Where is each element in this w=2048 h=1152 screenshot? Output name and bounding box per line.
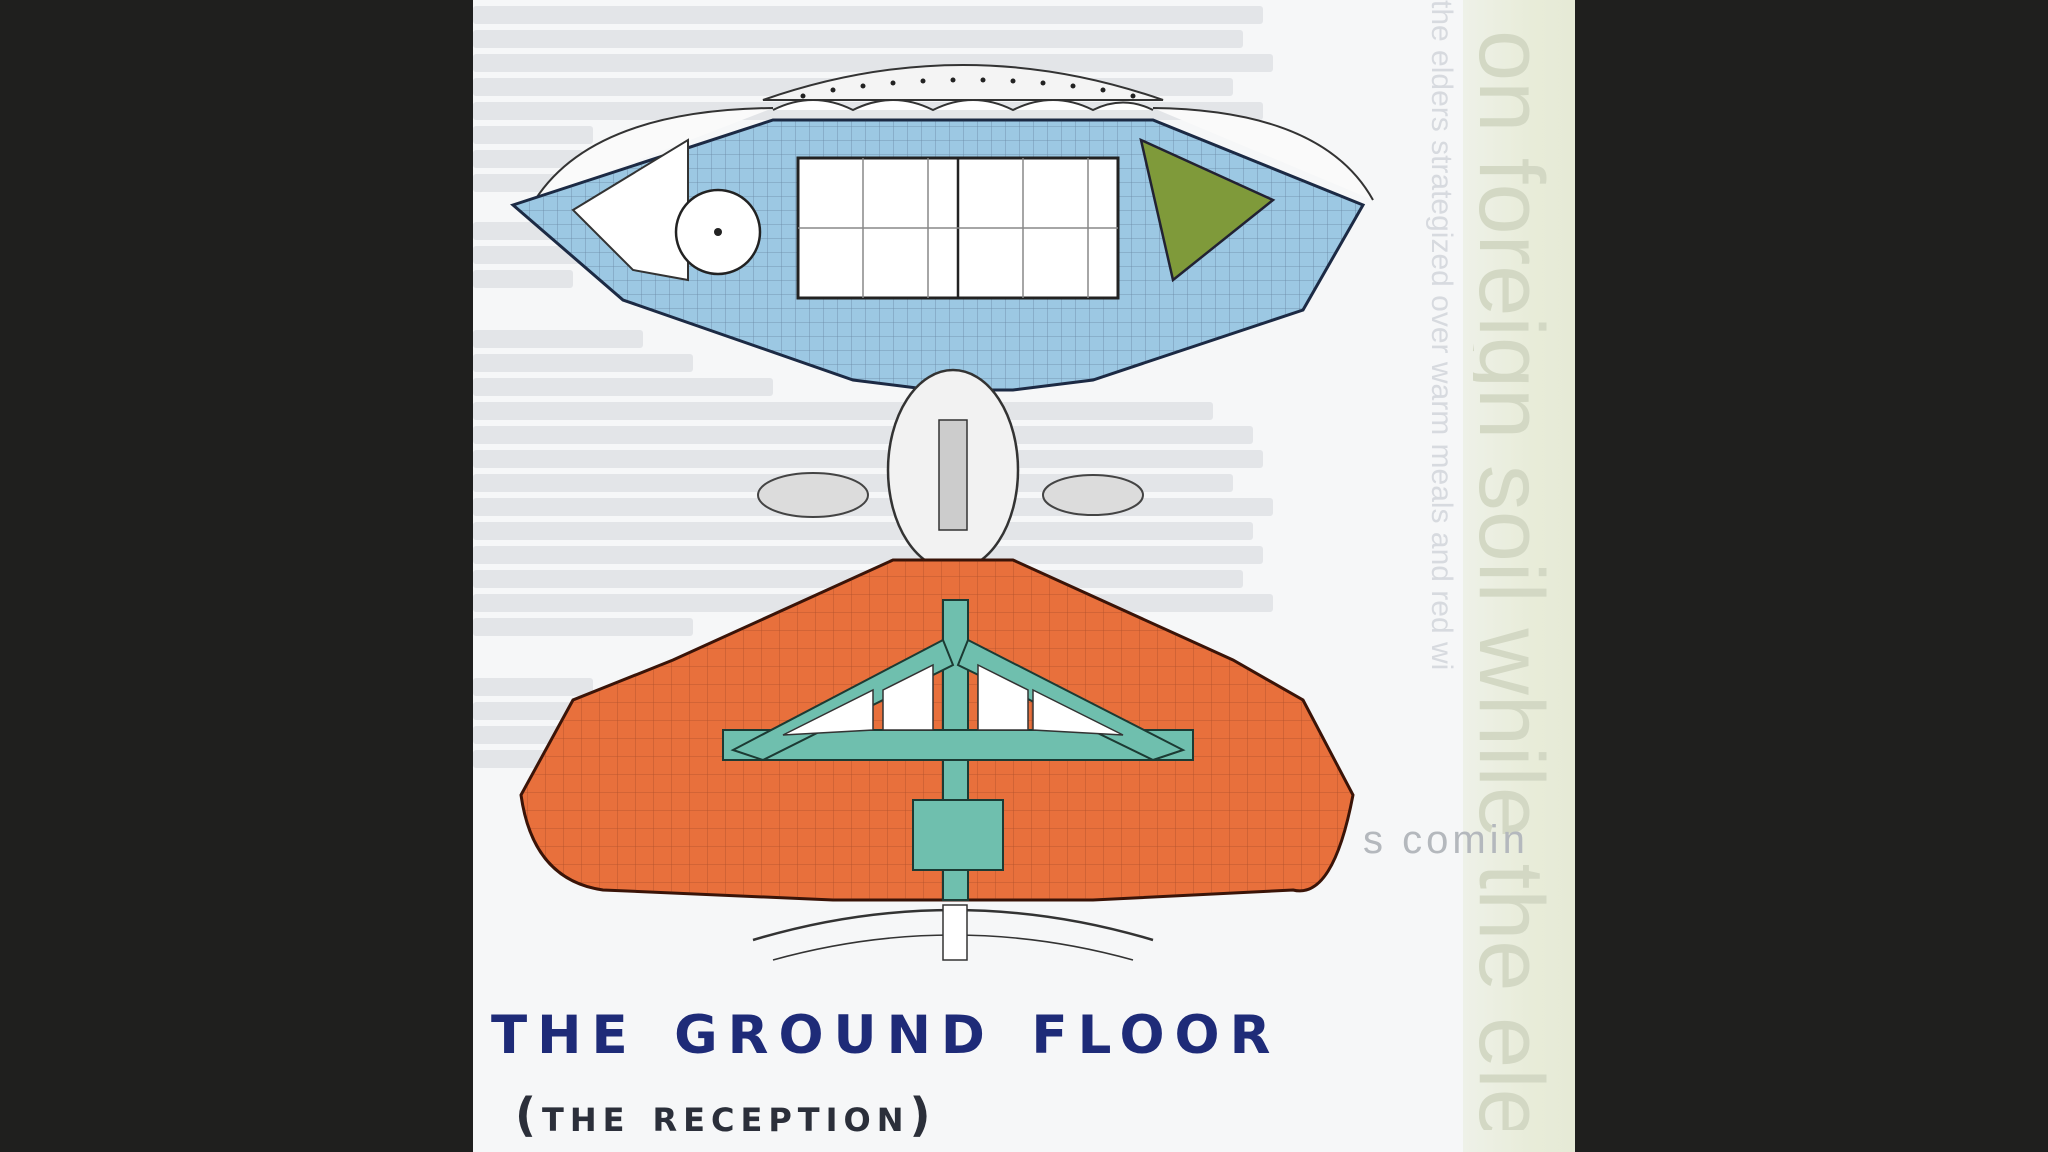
ground-floor-plan xyxy=(510,64,1374,961)
letterbox-right xyxy=(1575,0,2048,1152)
upper-canopy xyxy=(762,64,1164,112)
slide-subtitle: (the reception) xyxy=(515,1088,937,1142)
upper-left-court xyxy=(571,138,689,282)
background-vertical-subcaption: the elders strategized over warm meals a… xyxy=(1425,0,1458,671)
entrance-canopy xyxy=(752,904,1154,961)
upper-right-garden xyxy=(1139,137,1276,283)
slide-title: The ground floor xyxy=(491,982,1281,1071)
canopy-dots xyxy=(800,77,1136,99)
central-spine xyxy=(757,368,1144,572)
reception-pods xyxy=(782,663,1124,736)
background-coming-text: s comin xyxy=(1363,818,1529,862)
upper-right-arc xyxy=(1152,107,1374,201)
vertical-strip xyxy=(1463,0,1575,1152)
reception-corridors xyxy=(722,599,1194,901)
background-vertical-caption: on foreign soil while the elem xyxy=(1473,30,1562,1130)
slide-frame: on foreign soil while the elem the elder… xyxy=(473,0,1575,1152)
letterbox-left xyxy=(0,0,473,1152)
central-hall xyxy=(796,156,1120,300)
